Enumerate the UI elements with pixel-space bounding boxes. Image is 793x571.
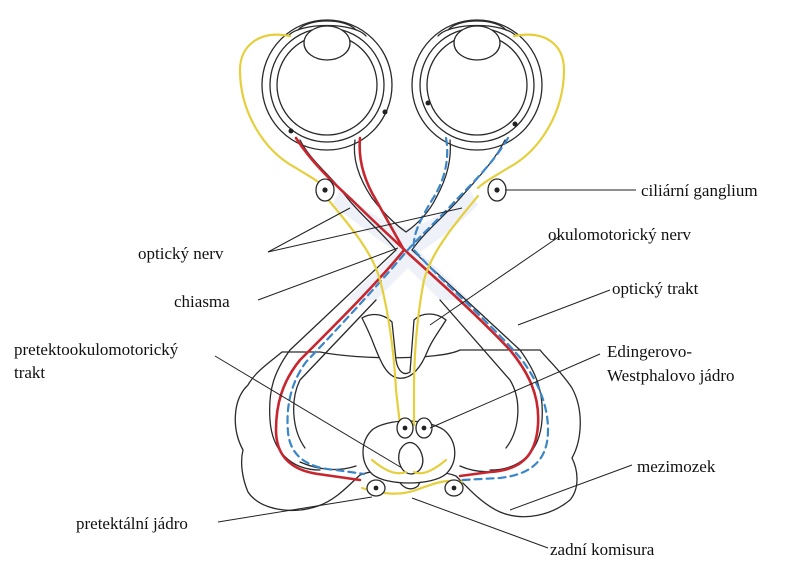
label-chiasm: chiasma <box>174 292 230 311</box>
label-pretectal-nucleus: pretektální jádro <box>76 514 188 533</box>
retina-dots <box>289 101 518 134</box>
label-diencephalon: mezimozek <box>637 457 716 476</box>
label-ciliary-ganglion: ciliární ganglium <box>641 181 758 200</box>
label-oculomotor-nerve: okulomotorický nerv <box>548 225 692 244</box>
left-ciliary-ganglion <box>316 179 334 201</box>
label-edinger-westphal-1: Edingerovo- <box>607 342 692 361</box>
label-optic-tract: optický trakt <box>612 279 699 298</box>
right-ciliary-ganglion <box>488 179 506 201</box>
left-lens <box>304 26 350 60</box>
label-pretectooculomotor-tract-2: trakt <box>14 363 45 382</box>
label-pretectooculomotor-tract-1: pretektookulomotorický <box>14 340 179 359</box>
left-eye <box>262 20 392 150</box>
label-optic-nerve: optický nerv <box>138 244 224 263</box>
right-eye <box>412 20 542 150</box>
label-posterior-commissure: zadní komisura <box>550 540 655 559</box>
label-edinger-westphal-2: Westphalovo jádro <box>607 366 735 385</box>
right-lens <box>454 26 500 60</box>
